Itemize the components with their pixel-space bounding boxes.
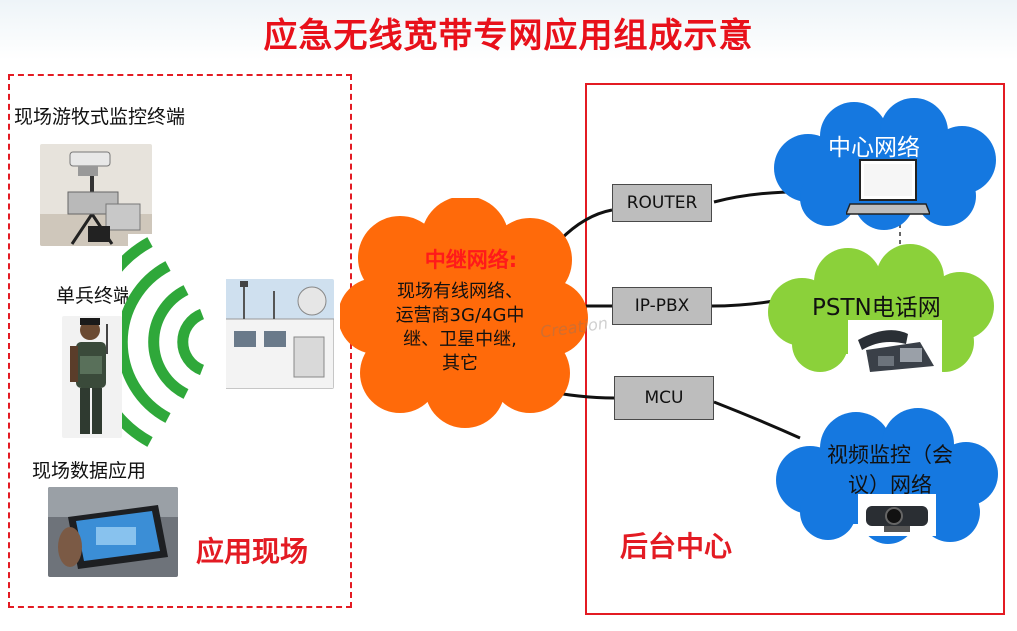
patrol-terminal-label: 现场游牧式监控终端 xyxy=(14,106,186,128)
relay-line: 运营商3G/4G中 xyxy=(395,305,525,326)
patrol-terminal-photo xyxy=(40,144,152,246)
ippbx-box: IP-PBX xyxy=(612,287,712,325)
data-app-label: 现场数据应用 xyxy=(32,460,147,482)
video-network-line: 视频监控（会 xyxy=(827,443,953,467)
relay-network-cloud xyxy=(340,198,588,428)
relay-network-heading: 中继网络: xyxy=(424,248,518,272)
relay-line: 其它 xyxy=(442,353,478,374)
soldier-terminal-photo xyxy=(62,316,122,438)
diagram-title: 应急无线宽带专网应用组成示意 xyxy=(263,16,754,56)
command-vehicle-photo xyxy=(224,279,334,389)
router-box: ROUTER xyxy=(612,184,712,222)
soldier-terminal-label: 单兵终端 xyxy=(56,285,133,307)
center-network-cloud xyxy=(774,98,996,230)
backend-area-label: 后台中心 xyxy=(620,530,733,563)
phone-icon xyxy=(848,320,942,378)
video-network-label: 视频监控（会 议）网络 xyxy=(804,440,976,500)
mcu-box: MCU xyxy=(614,376,714,420)
center-network-label: 中心网络 xyxy=(828,135,920,161)
tablet-photo xyxy=(48,487,178,577)
pstn-label: PSTN电话网 xyxy=(812,295,941,321)
backend-area-frame xyxy=(585,83,1005,615)
video-network-cloud xyxy=(776,408,998,544)
relay-line: 现场有线网络、 xyxy=(397,281,523,302)
relay-network-description: 现场有线网络、 运营商3G/4G中 继、卫星中继, 其它 xyxy=(362,280,558,376)
video-network-line: 议）网络 xyxy=(848,473,932,497)
site-area-label: 应用现场 xyxy=(196,535,309,568)
conference-camera-icon xyxy=(858,494,936,536)
laptop-icon xyxy=(846,159,930,215)
relay-line: 继、卫星中继, xyxy=(403,329,517,350)
wireless-signal-icon xyxy=(122,234,226,450)
